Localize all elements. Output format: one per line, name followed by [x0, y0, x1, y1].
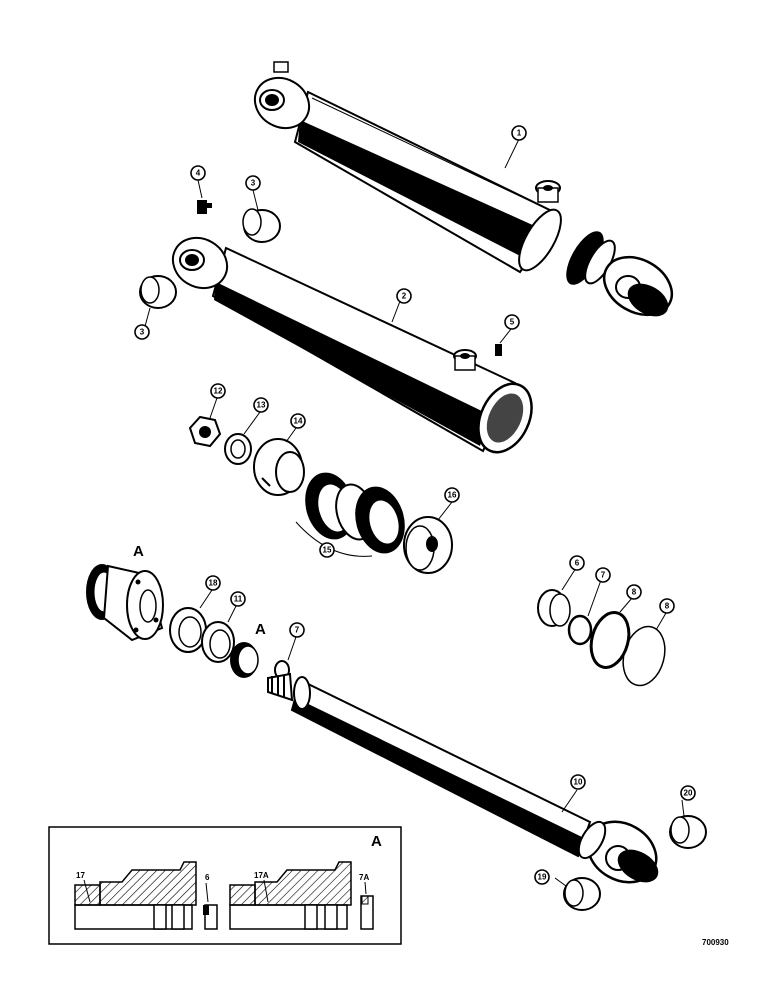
callout-20-label: 20 — [684, 789, 693, 798]
callout-13: 13 — [253, 397, 269, 413]
bushing-a — [230, 642, 259, 678]
callout-4: 4 — [190, 165, 206, 181]
assembly-letter-head: A — [133, 543, 144, 560]
retainer-16 — [403, 516, 453, 574]
callout-10: 10 — [570, 774, 586, 790]
grease-fitting-4 — [197, 200, 212, 214]
callout-2: 2 — [396, 288, 412, 304]
callout-12: 12 — [210, 383, 226, 399]
assembly-letter-bushing: A — [255, 621, 266, 638]
callout-6-label: 6 — [575, 559, 580, 568]
callout-1: 1 — [511, 125, 527, 141]
inset-left-section: 17 6 — [74, 861, 218, 930]
bushing-6 — [537, 589, 571, 627]
inset-label-17a: 17A — [254, 871, 269, 880]
callout-3a-label: 3 — [251, 179, 256, 188]
callout-18: 18 — [205, 575, 221, 591]
callout-11-label: 11 — [234, 595, 243, 604]
ring-11 — [201, 621, 235, 663]
callout-7a-label: 7 — [601, 571, 606, 580]
nut-12 — [188, 415, 222, 448]
callout-7a: 7 — [595, 567, 611, 583]
callout-12-label: 12 — [214, 387, 223, 396]
callout-6: 6 — [569, 555, 585, 571]
callout-3a: 3 — [245, 175, 261, 191]
screw-5 — [495, 344, 502, 356]
cylinder-assembly-1 — [253, 61, 674, 317]
oring-7 — [567, 614, 593, 646]
bushing-20 — [669, 815, 707, 849]
callout-14: 14 — [290, 413, 306, 429]
callout-16-label: 16 — [448, 491, 457, 500]
callout-8a-label: 8 — [632, 588, 637, 597]
callout-10-label: 10 — [574, 778, 583, 787]
inset-letter: A — [371, 833, 382, 850]
callout-2-label: 2 — [402, 292, 407, 301]
drawing-number: 700930 — [702, 938, 729, 947]
callout-18-label: 18 — [209, 579, 218, 588]
callout-3b: 3 — [134, 324, 150, 340]
inset-label-6: 6 — [205, 873, 210, 882]
washer-13 — [224, 433, 252, 465]
callout-14-label: 14 — [294, 417, 303, 426]
callout-8a: 8 — [626, 584, 642, 600]
callout-11: 11 — [230, 591, 246, 607]
bushing-3-upper — [242, 208, 281, 243]
callout-15-label: 15 — [323, 546, 332, 555]
callout-5: 5 — [504, 314, 520, 330]
piston-rod-10 — [267, 672, 659, 884]
callout-15: 15 — [319, 542, 335, 558]
callout-7b-label: 7 — [295, 626, 300, 635]
callout-4-label: 4 — [196, 169, 201, 178]
leader-lines — [143, 138, 685, 887]
seal-18 — [169, 607, 207, 653]
inset-right-section: 17A 7A — [229, 861, 374, 930]
callout-1-label: 1 — [517, 129, 522, 138]
inset-a-cross-section: A 17 6 17A 7A — [48, 826, 402, 945]
callout-19-label: 19 — [538, 873, 547, 882]
callout-8b-label: 8 — [665, 602, 670, 611]
callout-3b-label: 3 — [140, 328, 145, 337]
callout-20: 20 — [680, 785, 696, 801]
callout-8b: 8 — [659, 598, 675, 614]
backup-ring-8 — [622, 625, 666, 687]
callout-5-label: 5 — [510, 318, 515, 327]
callout-19: 19 — [534, 869, 550, 885]
cylinder-tube-2 — [171, 236, 533, 454]
oring-8 — [589, 611, 631, 669]
callout-16: 16 — [444, 487, 460, 503]
inset-label-7a: 7A — [359, 873, 369, 882]
cylinder-head — [86, 564, 164, 642]
seal-kit-15 — [295, 472, 405, 557]
piston-14 — [253, 438, 305, 496]
callout-13-label: 13 — [257, 401, 266, 410]
bushing-3-lower — [139, 275, 177, 309]
callout-7b: 7 — [289, 622, 305, 638]
bushing-19 — [563, 877, 601, 911]
inset-label-17: 17 — [76, 871, 85, 880]
